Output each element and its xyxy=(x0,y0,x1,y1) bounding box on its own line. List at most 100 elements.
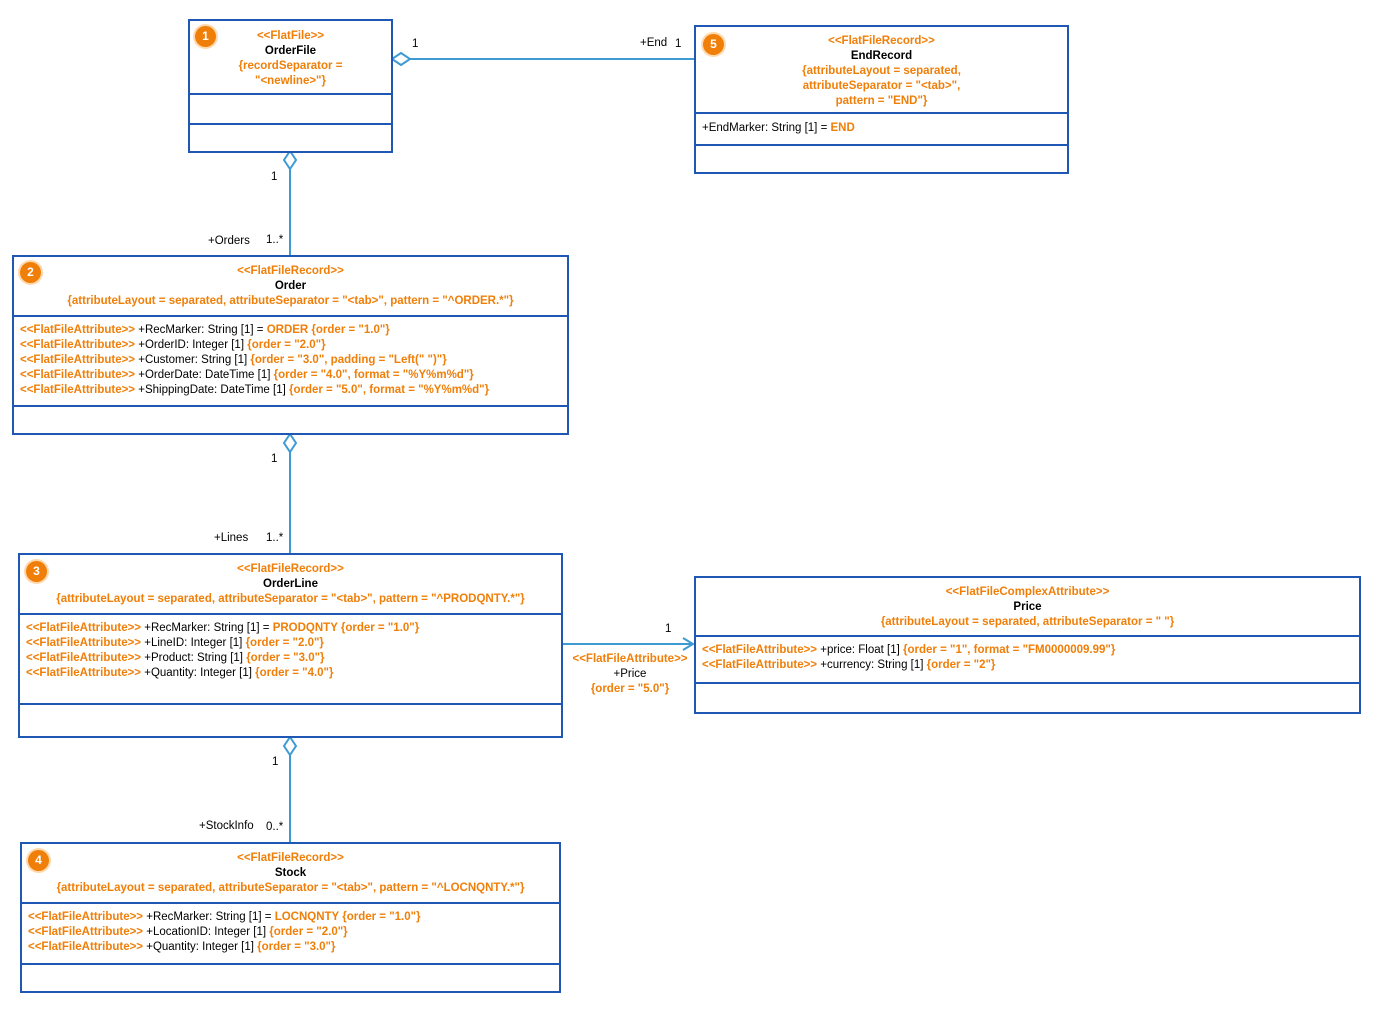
attribute-tagged-value: {order = "3.0"} xyxy=(246,652,325,664)
constraint-line: attributeSeparator = "<tab>", xyxy=(802,80,961,92)
order-lines-source-multiplicity: 1 xyxy=(271,453,278,465)
stereotype-label: <<FlatFileRecord>> xyxy=(237,265,344,277)
attribute-text: +LocationID: Integer [1] xyxy=(143,926,270,938)
class-orderfile[interactable]: 1 <<FlatFile>> OrderFile {recordSeparato… xyxy=(188,19,393,153)
attribute-row: <<FlatFileAttribute>> +OrderDate: DateTi… xyxy=(20,368,561,383)
constraint-line: {attributeLayout = separated, attributeS… xyxy=(56,882,525,894)
attribute-row: <<FlatFileAttribute>> +Customer: String … xyxy=(20,353,561,368)
stereotype-label: <<FlatFile>> xyxy=(256,30,325,42)
stereotype-label: <<FlatFileRecord>> xyxy=(237,563,344,575)
attribute-tagged-value: {order = "1.0"} xyxy=(308,324,390,336)
attribute-row: <<FlatFileAttribute>> +RecMarker: String… xyxy=(20,323,561,338)
order-lines-target-role: +Lines xyxy=(214,532,249,544)
attribute-text: +Quantity: Integer [1] xyxy=(141,667,256,679)
file-orders-target-multiplicity: 1..* xyxy=(266,234,284,246)
stereotype-label: <<FlatFileRecord>> xyxy=(237,852,344,864)
attribute-stereotype: <<FlatFileAttribute>> xyxy=(28,941,144,953)
constraint-line: "<newline>"} xyxy=(255,75,326,87)
line-stock-target-multiplicity: 0..* xyxy=(266,821,284,833)
attribute-stereotype: <<FlatFileAttribute>> xyxy=(26,622,142,634)
attribute-text: +Quantity: Integer [1] xyxy=(143,941,258,953)
attribute-text: +OrderDate: DateTime [1] xyxy=(135,369,274,381)
attribute-text: +LineID: Integer [1] xyxy=(141,637,246,649)
tag-badge-3: 3 xyxy=(26,561,47,582)
class-endrecord[interactable]: 5 <<FlatFileRecord>> EndRecord {attribut… xyxy=(694,25,1069,174)
order-lines-target-multiplicity: 1..* xyxy=(266,532,284,544)
attribute-row: <<FlatFileAttribute>> +LocationID: Integ… xyxy=(28,925,553,940)
association-tagged-value: {order = "5.0"} xyxy=(590,683,670,695)
attribute-tagged-value: {order = "1", format = "FM0000009.99"} xyxy=(903,644,1116,656)
attributes-compartment: +EndMarker: String [1] = END xyxy=(696,112,1067,144)
attribute-stereotype: <<FlatFileAttribute>> xyxy=(26,637,142,649)
attribute-stereotype: <<FlatFileAttribute>> xyxy=(20,354,136,366)
attributes-compartment: <<FlatFileAttribute>> +RecMarker: String… xyxy=(22,902,559,963)
attribute-stereotype: <<FlatFileAttribute>> xyxy=(26,667,142,679)
tag-badge-1: 1 xyxy=(195,26,216,47)
attribute-row: <<FlatFileAttribute>> +OrderID: Integer … xyxy=(20,338,561,353)
attribute-stereotype: <<FlatFileAttribute>> xyxy=(28,911,144,923)
aggregation-diamond-line-stock xyxy=(282,735,298,757)
attribute-tagged-value: {order = "4.0", format = "%Y%m%d"} xyxy=(273,369,474,381)
attribute-text: +currency: String [1] xyxy=(817,659,927,671)
attribute-row: <<FlatFileAttribute>> +Product: String [… xyxy=(26,651,555,666)
attribute-stereotype: <<FlatFileAttribute>> xyxy=(20,369,136,381)
attribute-stereotype: <<FlatFileAttribute>> xyxy=(20,324,136,336)
attribute-tagged-value: {order = "2"} xyxy=(926,659,996,671)
file-end-source-multiplicity: 1 xyxy=(412,38,419,50)
attribute-row: <<FlatFileAttribute>> +LineID: Integer [… xyxy=(26,636,555,651)
attribute-value: ORDER xyxy=(266,324,309,336)
attribute-text: +ShippingDate: DateTime [1] xyxy=(135,384,289,396)
attribute-stereotype: <<FlatFileAttribute>> xyxy=(20,384,136,396)
navigability-arrow-price xyxy=(682,637,695,651)
class-endrecord-header: 5 <<FlatFileRecord>> EndRecord {attribut… xyxy=(696,27,1067,112)
attributes-compartment: <<FlatFileAttribute>> +RecMarker: String… xyxy=(14,315,567,405)
attribute-text: +Customer: String [1] xyxy=(135,354,251,366)
tag-badge-4: 4 xyxy=(28,850,49,871)
attribute-stereotype: <<FlatFileAttribute>> xyxy=(28,926,144,938)
class-name: OrderLine xyxy=(263,578,318,590)
class-name: EndRecord xyxy=(850,50,913,62)
attributes-compartment: <<FlatFileAttribute>> +price: Float [1] … xyxy=(696,635,1359,682)
attribute-stereotype: <<FlatFileAttribute>> xyxy=(702,644,818,656)
class-stock[interactable]: 4 <<FlatFileRecord>> Stock {attributeLay… xyxy=(20,842,561,993)
operations-compartment xyxy=(190,123,391,151)
attribute-text: +Product: String [1] xyxy=(141,652,247,664)
class-orderline[interactable]: 3 <<FlatFileRecord>> OrderLine {attribut… xyxy=(18,553,563,738)
tag-badge-2: 2 xyxy=(20,262,41,283)
tag-badge-5: 5 xyxy=(703,34,724,55)
file-orders-source-multiplicity: 1 xyxy=(271,171,278,183)
stereotype-label: <<FlatFileRecord>> xyxy=(828,35,935,47)
constraint-line: pattern = "END"} xyxy=(835,95,928,107)
attribute-text: +price: Float [1] xyxy=(817,644,904,656)
attribute-value: LOCNQNTY xyxy=(274,911,340,923)
attribute-row: <<FlatFileAttribute>> +RecMarker: String… xyxy=(28,910,553,925)
operations-compartment xyxy=(14,405,567,433)
line-price-role-label: <<FlatFileAttribute>> +Price {order = "5… xyxy=(566,652,694,697)
constraint-line: {attributeLayout = separated, xyxy=(802,65,961,77)
attribute-row: <<FlatFileAttribute>> +Quantity: Integer… xyxy=(28,940,553,955)
attribute-stereotype: <<FlatFileAttribute>> xyxy=(702,659,818,671)
attribute-tagged-value: {order = "2.0"} xyxy=(245,637,324,649)
constraint-line: {attributeLayout = separated, attributeS… xyxy=(67,295,514,307)
class-name: Order xyxy=(274,280,307,292)
attribute-row: <<FlatFileAttribute>> +price: Float [1] … xyxy=(702,643,1353,658)
attribute-value: END xyxy=(830,122,855,134)
association-role: +Price xyxy=(613,668,647,680)
attribute-tagged-value: {order = "1.0"} xyxy=(339,911,421,923)
class-name: Stock xyxy=(274,867,307,879)
stereotype-label: <<FlatFileComplexAttribute>> xyxy=(945,586,1110,598)
class-price[interactable]: <<FlatFileComplexAttribute>> Price {attr… xyxy=(694,576,1361,714)
attribute-tagged-value: {order = "5.0", format = "%Y%m%d"} xyxy=(288,384,490,396)
attribute-row: <<FlatFileAttribute>> +currency: String … xyxy=(702,658,1353,673)
attribute-text: +OrderID: Integer [1] xyxy=(135,339,248,351)
class-order[interactable]: 2 <<FlatFileRecord>> Order {attributeLay… xyxy=(12,255,569,435)
file-orders-target-role: +Orders xyxy=(208,235,250,247)
class-orderline-header: 3 <<FlatFileRecord>> OrderLine {attribut… xyxy=(20,555,561,613)
attribute-row: +EndMarker: String [1] = END xyxy=(702,121,1061,136)
class-stock-header: 4 <<FlatFileRecord>> Stock {attributeLay… xyxy=(22,844,559,902)
attribute-text: +RecMarker: String [1] = xyxy=(135,324,267,336)
operations-compartment xyxy=(20,703,561,736)
operations-compartment xyxy=(22,963,559,991)
file-end-target-multiplicity: 1 xyxy=(675,38,682,50)
